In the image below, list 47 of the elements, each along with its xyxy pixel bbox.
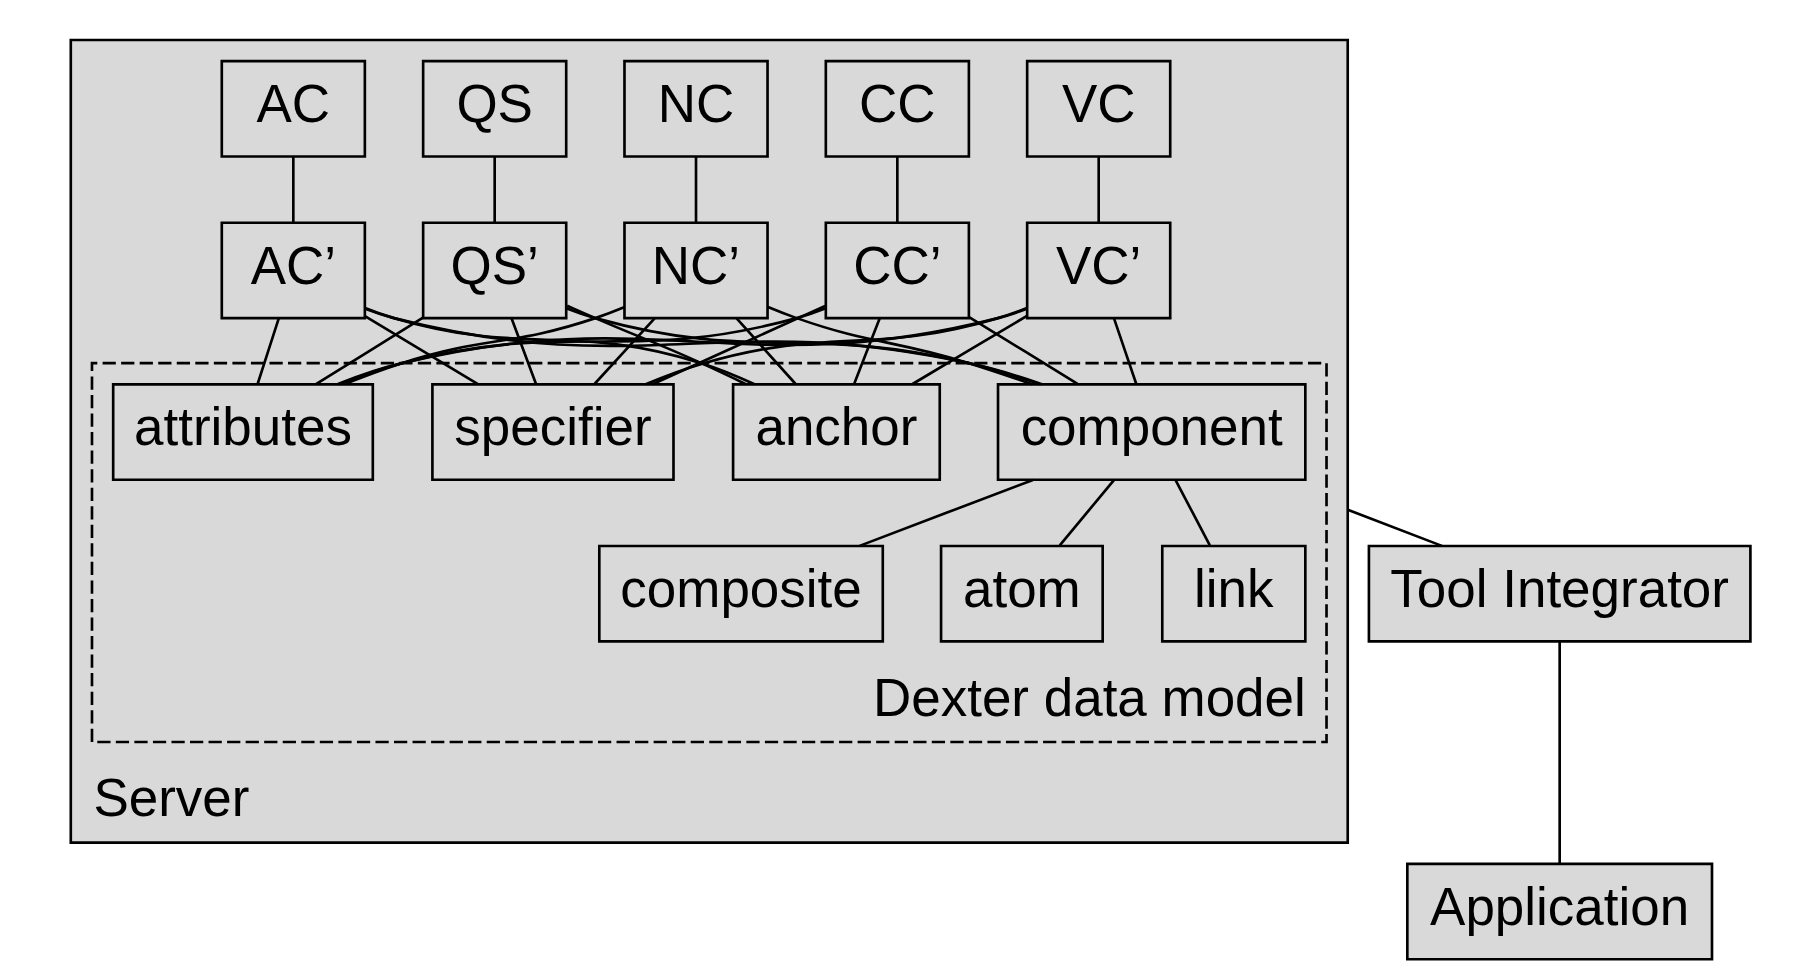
node-box: link	[1160, 544, 1307, 643]
node-box: attributes	[111, 383, 375, 482]
connector	[565, 307, 1041, 386]
connector	[315, 316, 424, 386]
node-box: specifier	[431, 383, 675, 482]
node-box: CC	[824, 59, 971, 158]
connector	[896, 156, 899, 223]
connector	[338, 307, 827, 386]
connector	[593, 317, 656, 385]
connector	[1097, 156, 1100, 223]
connector	[853, 317, 881, 385]
connector	[1174, 479, 1211, 546]
connector	[566, 304, 747, 386]
connector	[1112, 317, 1138, 385]
connector	[968, 316, 1079, 385]
connector	[364, 306, 756, 386]
node-box: AC	[220, 59, 367, 158]
connector	[645, 306, 1028, 386]
node-box: QS	[421, 59, 568, 158]
node-box: VC	[1025, 59, 1172, 158]
node-box: atom	[939, 544, 1104, 643]
connector	[292, 156, 295, 223]
node-box: NC	[623, 59, 769, 158]
node-box: Application	[1406, 862, 1714, 961]
connector	[767, 305, 1033, 386]
node-box: VC’	[1025, 221, 1172, 320]
node-box: NC’	[623, 221, 769, 320]
connector	[735, 317, 797, 385]
connector	[493, 156, 496, 223]
connector	[364, 315, 479, 386]
node-box: anchor	[731, 383, 942, 482]
connector	[1558, 641, 1561, 864]
node-box: composite	[598, 544, 885, 643]
node-box: component	[996, 383, 1307, 482]
node-box: Tool Integrator	[1367, 544, 1752, 643]
node-box: CC’	[824, 221, 971, 320]
node-box: AC’	[220, 221, 367, 320]
connector	[859, 478, 1034, 548]
connector	[256, 317, 281, 385]
connector	[694, 156, 698, 223]
connector	[1058, 479, 1116, 547]
node-box: QS’	[421, 221, 568, 320]
connector	[344, 306, 625, 386]
connector	[911, 314, 1028, 386]
connector	[510, 317, 538, 385]
connector	[651, 304, 826, 386]
connector	[1347, 508, 1443, 548]
